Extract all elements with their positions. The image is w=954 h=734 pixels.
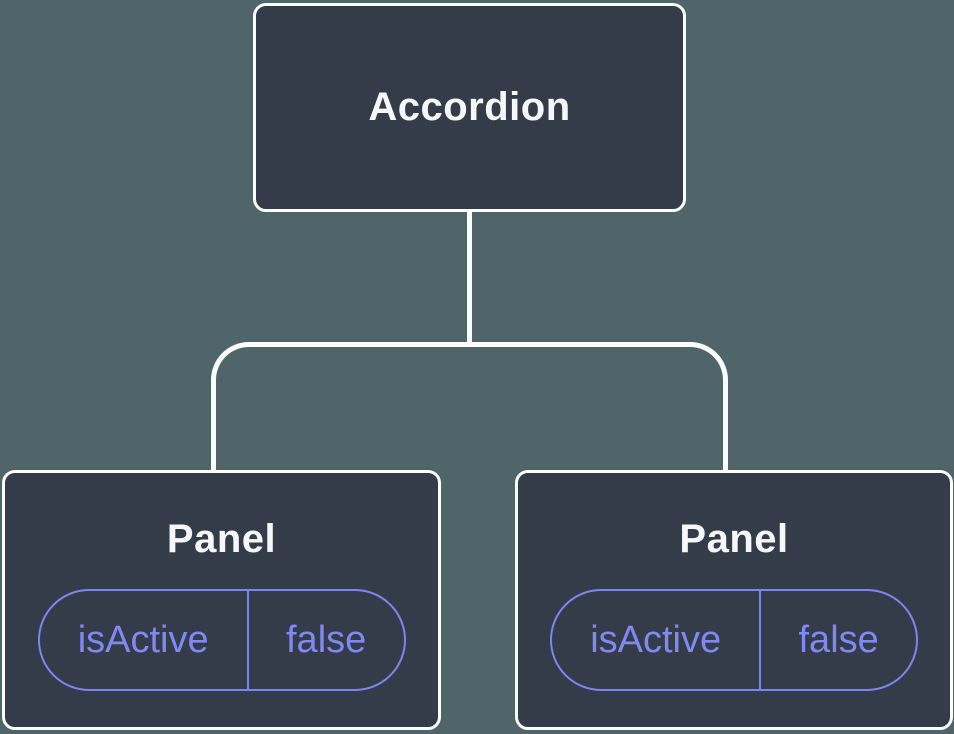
accordion-node: Accordion [253, 3, 686, 212]
connector-stem [467, 210, 472, 347]
prop-value: false [798, 618, 879, 661]
panel-node-right: Panel isActive false [515, 470, 953, 730]
panel-node-label: Panel [166, 517, 277, 561]
prop-value: false [286, 618, 367, 661]
panel-node-label: Panel [679, 517, 789, 561]
accordion-node-label: Accordion [368, 85, 571, 129]
connector-bracket [211, 342, 728, 472]
prop-pill: isActive false [37, 589, 406, 691]
panel-node-left: Panel isActive false [2, 470, 441, 730]
prop-name: isActive [552, 591, 762, 689]
prop-pill: isActive false [550, 589, 918, 691]
prop-name: isActive [40, 591, 249, 689]
